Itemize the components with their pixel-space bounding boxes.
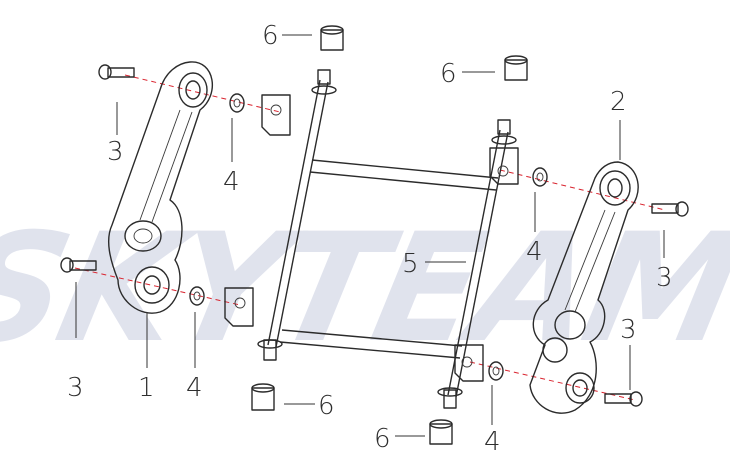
leader-lines bbox=[75, 34, 665, 437]
bolt-upper-right bbox=[651, 201, 689, 217]
callout-6-top-right: 6 bbox=[440, 59, 457, 89]
callout-3-lower-left: 3 bbox=[67, 373, 84, 403]
callout-5: 5 bbox=[402, 249, 419, 279]
bushings-part-6 bbox=[251, 25, 528, 445]
washers-part-4 bbox=[189, 93, 548, 381]
callout-4-lower-right: 4 bbox=[484, 427, 501, 457]
callout-4-lower-left: 4 bbox=[186, 373, 203, 403]
left-link-part-1 bbox=[108, 61, 214, 314]
frame-part-5 bbox=[224, 69, 519, 409]
callout-labels: 6 6 2 3 4 4 5 3 3 3 1 4 6 6 4 bbox=[67, 21, 673, 457]
assembly-axes bbox=[74, 74, 666, 401]
bushing-top-right bbox=[504, 55, 528, 81]
callout-3-lower-right: 3 bbox=[620, 315, 637, 345]
bolts-part-3 bbox=[60, 64, 689, 407]
callout-3-upper-left: 3 bbox=[107, 137, 124, 167]
bushing-bottom-right bbox=[429, 419, 453, 445]
bushing-bottom-left bbox=[251, 383, 275, 411]
callout-6-bottom-right: 6 bbox=[374, 424, 391, 454]
callout-2: 2 bbox=[610, 87, 627, 117]
callout-3-upper-right: 3 bbox=[656, 263, 673, 293]
bolt-upper-left bbox=[98, 64, 135, 80]
bolt-lower-right bbox=[604, 391, 643, 407]
callout-1: 1 bbox=[138, 373, 155, 403]
callout-6-top-left: 6 bbox=[262, 21, 279, 51]
bushing-top-left bbox=[320, 25, 344, 51]
right-link-part-2 bbox=[529, 161, 639, 414]
bolt-lower-left bbox=[60, 257, 97, 273]
callout-4-upper-left: 4 bbox=[223, 167, 240, 197]
callout-4-upper-right: 4 bbox=[526, 237, 543, 267]
callout-6-bottom-left: 6 bbox=[318, 391, 335, 421]
